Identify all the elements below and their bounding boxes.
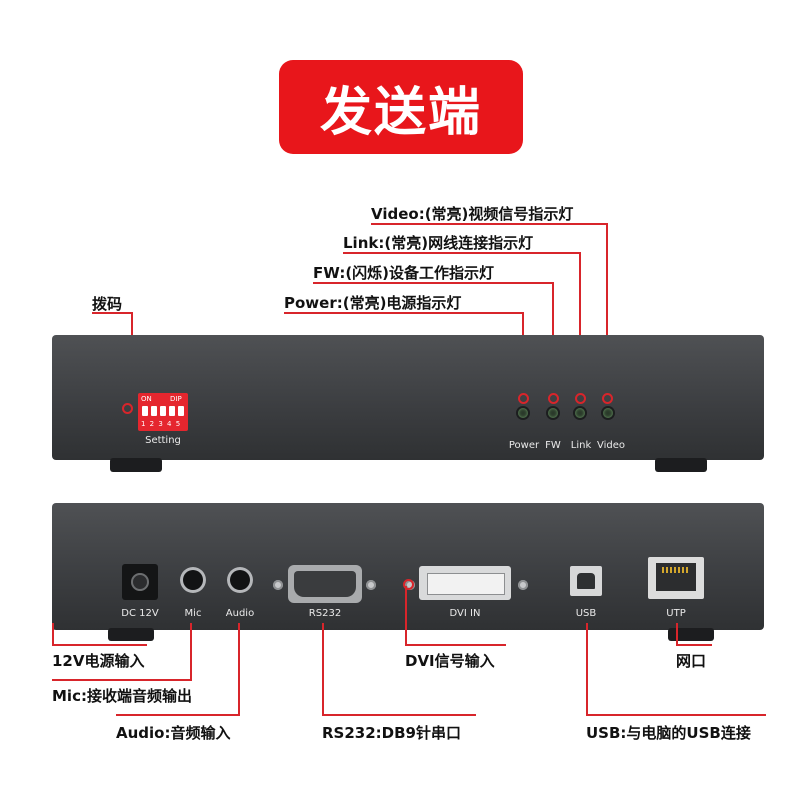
leader-mic-h — [52, 679, 192, 681]
callout-fw: FW:(闪烁)设备工作指示灯 — [313, 264, 495, 282]
leader-audio-v — [238, 623, 240, 716]
dip-switch-5[interactable] — [178, 406, 184, 416]
callout-audio-in: Audio:音频输入 — [116, 724, 231, 742]
dip-switch[interactable]: ON DIP 1 2 3 4 5 — [138, 393, 188, 431]
dvi-port[interactable] — [419, 566, 511, 600]
pointer-dip — [122, 403, 133, 414]
rs232-screw-right-icon — [366, 580, 376, 590]
dip-on-label: ON — [141, 395, 152, 403]
leader-link-h — [343, 252, 581, 254]
leader-fw-h — [313, 282, 554, 284]
pointer-video — [602, 393, 613, 404]
db9-shell-icon — [294, 571, 356, 597]
callout-mic-out: Mic:接收端音频输出 — [52, 687, 192, 705]
rs232-label: RS232 — [308, 608, 342, 619]
leader-mic-v — [190, 623, 192, 681]
leader-utp-v — [676, 623, 678, 646]
led-label-link: Link — [570, 440, 592, 451]
callout-dvi-in: DVI信号输入 — [405, 652, 495, 670]
leader-audio-h — [116, 714, 240, 716]
dc-pin-icon — [131, 573, 149, 591]
leader-dvi-v — [405, 586, 407, 646]
leader-usb-h — [586, 714, 766, 716]
foot-front-left — [110, 458, 162, 472]
callout-power-in: 12V电源输入 — [52, 652, 145, 670]
dip-switch-3[interactable] — [160, 406, 166, 416]
audio-jack[interactable] — [227, 567, 253, 593]
rs232-screw-left-icon — [273, 580, 283, 590]
led-label-video: Video — [596, 440, 626, 451]
dvi-label: DVI IN — [449, 608, 481, 619]
pointer-fw — [548, 393, 559, 404]
callout-lan: 网口 — [676, 652, 707, 670]
dc-power-jack[interactable] — [122, 564, 158, 600]
rs232-port[interactable] — [288, 565, 362, 603]
pointer-dvi — [403, 579, 414, 590]
foot-front-right — [655, 458, 707, 472]
leader-video-h — [371, 223, 608, 225]
leader-usb-v — [586, 623, 588, 716]
pointer-power — [518, 393, 529, 404]
callout-dip: 拨码 — [92, 295, 123, 313]
foot-rear-left — [108, 628, 154, 641]
rj45-icon — [656, 563, 696, 591]
callout-link: Link:(常亮)网线连接指示灯 — [343, 234, 534, 252]
callout-video: Video:(常亮)视频信号指示灯 — [371, 205, 574, 223]
leader-link-v — [579, 252, 581, 397]
leader-rs232-h — [322, 714, 476, 716]
mic-label: Mic — [184, 608, 202, 619]
leader-dc-h — [52, 644, 147, 646]
callout-power: Power:(常亮)电源指示灯 — [284, 294, 462, 312]
leader-dvi-h — [405, 644, 506, 646]
pointer-link — [575, 393, 586, 404]
title-banner: 发送端 — [279, 60, 523, 154]
link-led — [575, 408, 585, 418]
power-led — [518, 408, 528, 418]
dvi-pins-icon — [427, 573, 505, 595]
leader-dip-h — [92, 312, 133, 314]
rear-panel — [52, 503, 764, 630]
foot-rear-right — [668, 628, 714, 641]
dip-numbers: 1 2 3 4 5 — [141, 420, 182, 428]
dip-switch-2[interactable] — [151, 406, 157, 416]
callout-rs232: RS232:DB9针串口 — [322, 724, 461, 742]
usb-b-icon — [577, 573, 595, 589]
rj45-pins-icon — [662, 567, 690, 573]
leader-utp-h — [676, 644, 712, 646]
video-led — [603, 408, 613, 418]
leader-rs232-v — [322, 623, 324, 716]
callout-usb: USB:与电脑的USB连接 — [586, 724, 751, 742]
dip-switch-1[interactable] — [142, 406, 148, 416]
dvi-screw-right-icon — [518, 580, 528, 590]
leader-power-h — [284, 312, 524, 314]
dip-switch-4[interactable] — [169, 406, 175, 416]
usb-b-port[interactable] — [570, 566, 602, 596]
setting-label: Setting — [145, 435, 181, 446]
fw-led — [548, 408, 558, 418]
led-label-power: Power — [508, 440, 540, 451]
dc-label: DC 12V — [121, 608, 159, 619]
utp-port[interactable] — [648, 557, 704, 599]
leader-dc-v — [52, 623, 54, 646]
mic-jack[interactable] — [180, 567, 206, 593]
dip-dip-label: DIP — [170, 395, 182, 403]
usb-label: USB — [575, 608, 597, 619]
led-label-fw: FW — [545, 440, 561, 451]
audio-label: Audio — [225, 608, 255, 619]
leader-video-v — [606, 223, 608, 397]
utp-label: UTP — [666, 608, 686, 619]
